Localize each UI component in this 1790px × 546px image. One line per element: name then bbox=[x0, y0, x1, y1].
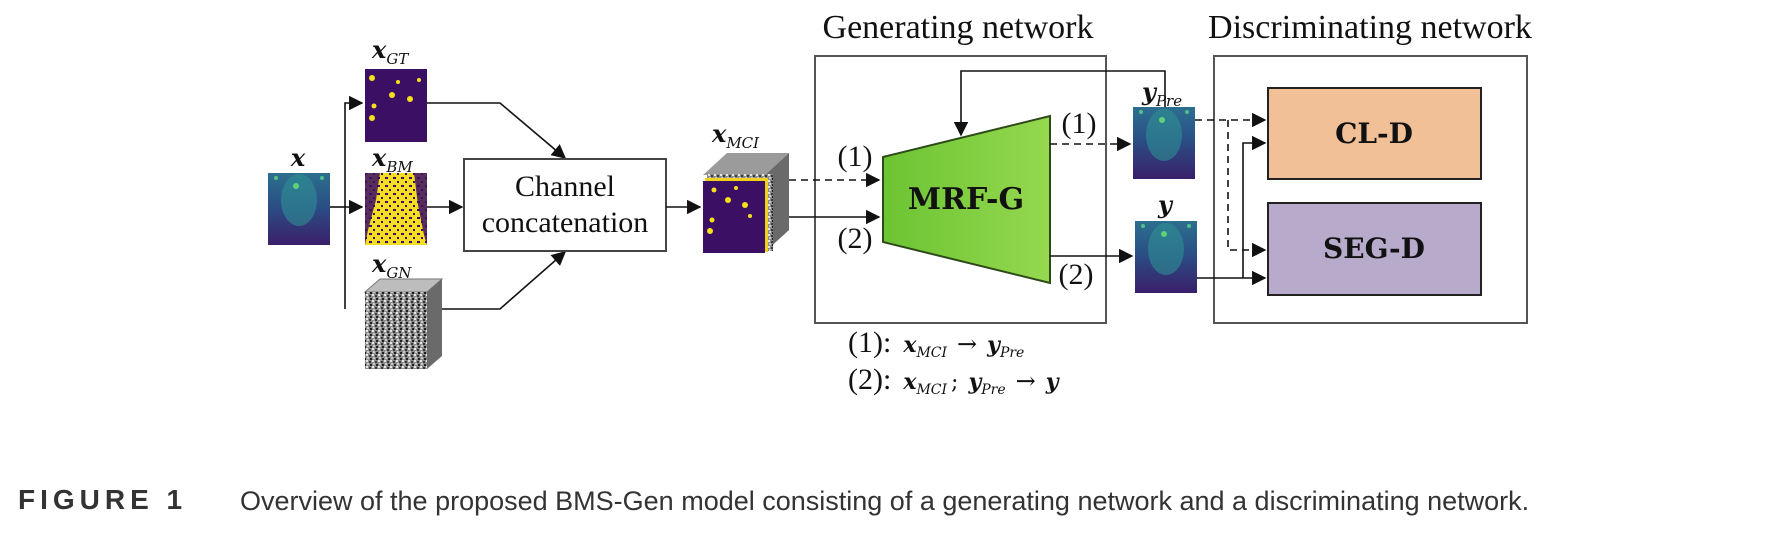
figure-label: FIGURE 1 bbox=[18, 484, 188, 515]
concat-label-line2: concatenation bbox=[482, 206, 649, 239]
concat-input-arrows bbox=[427, 102, 567, 310]
input-split-arrows bbox=[330, 95, 364, 309]
feedback-arrow bbox=[953, 70, 1166, 137]
concat-label-line1: Channel bbox=[515, 170, 615, 203]
y-scan bbox=[1135, 221, 1197, 293]
figure-caption: FIGURE 1 Overview of the proposed BMS-Ge… bbox=[18, 484, 1778, 528]
legend-line-2: (2): xMCI ; yPre → y bbox=[848, 363, 1061, 398]
legend-line-1: (1): xMCI → yPre bbox=[848, 326, 1024, 361]
label-y: y bbox=[1157, 190, 1174, 219]
label-x-bm: xBM bbox=[371, 143, 413, 176]
label-x: x bbox=[290, 143, 306, 172]
seg-d-box bbox=[1267, 202, 1482, 296]
discriminating-network-frame bbox=[1213, 55, 1528, 324]
path1-output-label: (1) bbox=[1062, 107, 1097, 140]
mrf-g-label: MRF-G bbox=[908, 182, 1024, 217]
discriminating-network-title: Discriminating network bbox=[1208, 9, 1532, 46]
cl-d-box bbox=[1267, 87, 1482, 180]
cl-d-label: CL-D bbox=[1335, 117, 1413, 150]
gaussian-noise-cube bbox=[363, 278, 444, 369]
mrf-g-generator bbox=[882, 114, 1051, 285]
label-y-pre: yPre bbox=[1141, 77, 1182, 110]
y-pre-scan bbox=[1133, 107, 1195, 179]
bone-mask-map bbox=[365, 173, 427, 245]
label-x-mci: xMCI bbox=[711, 119, 760, 152]
mci-stack-cube bbox=[703, 153, 789, 253]
path2-output-label: (2) bbox=[1059, 258, 1094, 291]
channel-concatenation-box bbox=[463, 158, 667, 252]
generating-network-title: Generating network bbox=[823, 9, 1094, 46]
path2-input-label: (2) bbox=[838, 222, 873, 255]
generating-network-frame bbox=[814, 55, 1107, 324]
label-x-gn: xGN bbox=[371, 249, 412, 282]
discriminator-input-arrows bbox=[1195, 112, 1267, 286]
label-x-gt: xGT bbox=[371, 35, 409, 68]
input-scan-x bbox=[268, 173, 330, 245]
figure-caption-text: Overview of the proposed BMS-Gen model c… bbox=[240, 486, 1530, 516]
seg-d-label: SEG-D bbox=[1323, 232, 1425, 265]
path1-input-label: (1) bbox=[838, 140, 873, 173]
ground-truth-map bbox=[365, 69, 427, 142]
